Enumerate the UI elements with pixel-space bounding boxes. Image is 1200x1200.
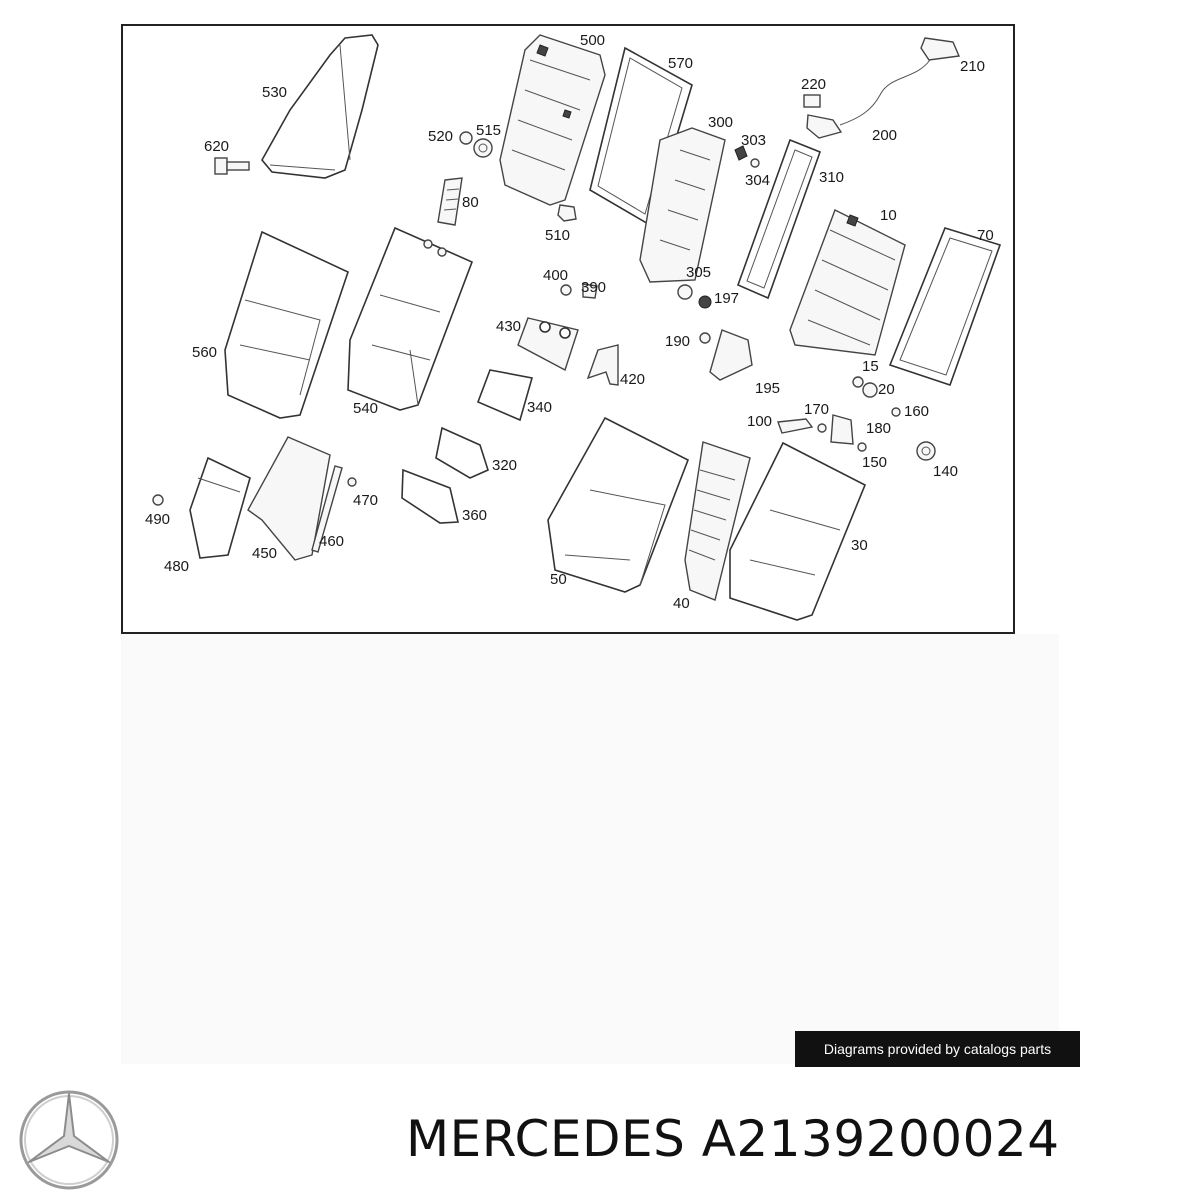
label-303: 303 [741,132,766,149]
label-195: 195 [755,380,780,397]
part-460-strip [311,465,343,553]
part-480-armrest [189,456,251,559]
label-140: 140 [933,463,958,480]
label-304: 304 [745,172,770,189]
label-190: 190 [665,333,690,350]
label-460: 460 [319,533,344,550]
part-15-clip [852,376,864,388]
label-390: 390 [581,279,606,296]
label-420: 420 [620,371,645,388]
label-30: 30 [851,537,868,554]
part-400-screw [560,284,572,296]
label-540: 540 [353,400,378,417]
part-510-clip [557,204,577,222]
label-305: 305 [686,264,711,281]
part-210-connector [920,37,961,61]
lower-panel-background [121,634,1059,1064]
label-210: 210 [960,58,985,75]
part-310-panel [736,138,822,300]
label-80: 80 [462,194,479,211]
label-515: 515 [476,122,501,139]
mercedes-star-icon [19,1090,119,1190]
label-520: 520 [428,128,453,145]
label-160: 160 [904,403,929,420]
part-20-grommet [862,382,878,398]
part-140-button [916,441,936,461]
label-100: 100 [747,413,772,430]
part-560-backrest-cover [224,230,349,419]
label-430: 430 [496,318,521,335]
label-620: 620 [204,138,229,155]
part-320-pad [435,426,489,479]
part-160-screw [891,407,901,417]
part-305-grommet [677,284,693,300]
part-300-lock-frame [639,127,726,283]
label-20: 20 [878,381,895,398]
part-10-backrest-frame [789,209,906,356]
part-40-heating-mat [684,441,751,601]
label-197: 197 [714,290,739,307]
label-220: 220 [801,76,826,93]
label-450: 450 [252,545,277,562]
part-304-screw [750,158,760,168]
label-320: 320 [492,457,517,474]
part-620-bolt [214,157,250,175]
part-520-ring [459,131,473,145]
part-360-pad [401,468,459,524]
part-450-panel [247,436,331,561]
part-530-side-cover [261,34,379,179]
label-300: 300 [708,114,733,131]
label-500: 500 [580,32,605,49]
part-190-screw [699,332,711,344]
label-570: 570 [668,55,693,72]
part-100-cover [777,418,814,434]
part-50-backrest-cover [547,416,690,593]
label-10: 10 [880,207,897,224]
part-220-bolt [803,94,821,108]
label-310: 310 [819,169,844,186]
label-150: 150 [862,454,887,471]
diagram-caption: Diagrams provided by catalogs parts [795,1031,1080,1067]
label-180: 180 [866,420,891,437]
part-180-bracket [830,414,854,445]
part-515-clip [473,138,493,158]
label-340: 340 [527,399,552,416]
label-360: 360 [462,507,487,524]
callout-labels: 530 500 570 210 220 200 620 520 515 300 … [145,32,994,612]
part-540-backrest-cover [347,226,474,411]
label-400: 400 [543,267,568,284]
part-30-backrest-cover [729,441,867,621]
part-195-bracket [709,329,753,381]
part-490-screw [152,494,164,506]
part-500-backrest-frame [499,34,606,206]
part-170-screw [817,423,827,433]
label-530: 530 [262,84,287,101]
label-510: 510 [545,227,570,244]
part-390-clip [582,283,598,299]
part-430-bracket [517,317,579,372]
part-470-screw [347,477,357,487]
label-50: 50 [550,571,567,588]
part-80-handle [437,177,463,226]
label-560: 560 [192,344,217,361]
label-480: 480 [164,558,189,575]
part-70-panel [888,227,1002,387]
label-490: 490 [145,511,170,528]
label-170: 170 [804,401,829,418]
part-420-bracket [586,344,619,386]
part-number-title: MERCEDES A2139200024 [406,1110,1060,1168]
label-470: 470 [353,492,378,509]
part-200-cable [806,59,931,139]
label-15: 15 [862,358,879,375]
part-303-clip [734,145,748,161]
label-70: 70 [977,227,994,244]
label-200: 200 [872,127,897,144]
part-150-clip [857,442,867,452]
part-197-gear [698,295,712,309]
part-340-pad [476,369,534,422]
label-40: 40 [673,595,690,612]
